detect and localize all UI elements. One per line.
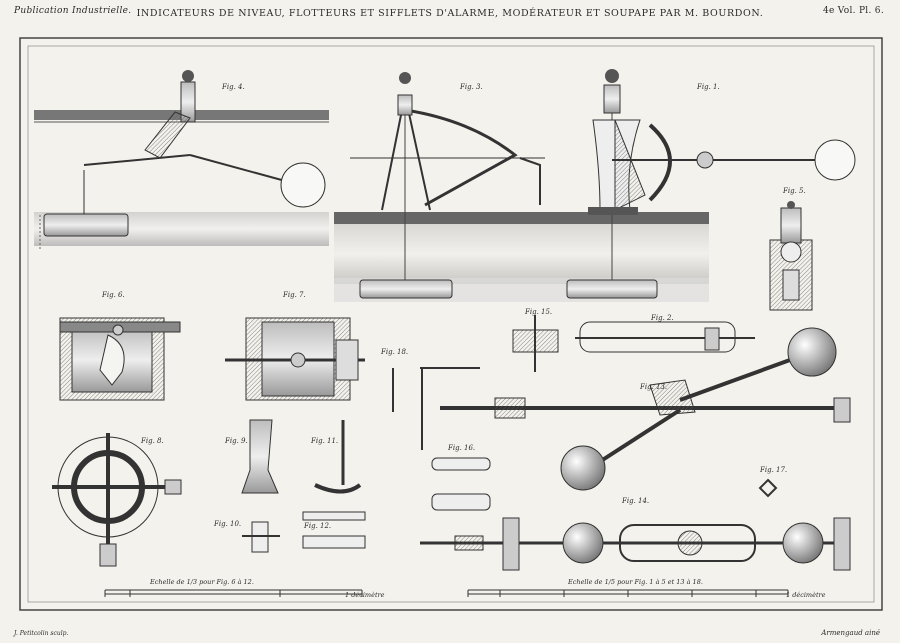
fig5-label: Fig. 5. bbox=[783, 187, 806, 195]
fig1-fig3-drawing bbox=[334, 69, 856, 302]
publication-label: Publication Industrielle. bbox=[14, 6, 132, 16]
fig7-drawing bbox=[225, 317, 365, 401]
plate-border-outer bbox=[19, 37, 883, 611]
fig16-17-drawing bbox=[431, 457, 778, 511]
fig14-label: Fig. 14. bbox=[622, 497, 650, 505]
fig4-drawing bbox=[34, 70, 329, 250]
fig14-drawing bbox=[420, 517, 851, 571]
scale-left-end: 1 décimètre bbox=[345, 591, 385, 599]
volume-label: 4e Vol. Pl. 6. bbox=[822, 6, 884, 16]
fig4-label: Fig. 4. bbox=[222, 83, 245, 91]
fig12-label: Fig. 12. bbox=[304, 522, 332, 530]
fig2-label: Fig. 2. bbox=[651, 314, 674, 322]
scale-bar-left bbox=[104, 589, 363, 597]
scale-left-label: Echelle de 1/3 pour Fig. 6 à 12. bbox=[150, 578, 254, 586]
fig8-drawing bbox=[52, 433, 182, 567]
plate-border-inner bbox=[27, 45, 875, 603]
fig13-drawing bbox=[420, 327, 851, 491]
fig9-12-drawing bbox=[241, 419, 366, 553]
fig2-15-18-drawing bbox=[392, 315, 755, 412]
fig15-label: Fig. 15. bbox=[525, 308, 553, 316]
fig11-label: Fig. 11. bbox=[311, 437, 339, 445]
fig16-label: Fig. 16. bbox=[448, 444, 476, 452]
plate-title: INDICATEURS DE NIVEAU, FLOTTEURS ET SIFF… bbox=[136, 8, 764, 19]
fig3-label: Fig. 3. bbox=[460, 83, 483, 91]
fig17-label: Fig. 17. bbox=[760, 466, 788, 474]
fig13-label: Fig. 13. bbox=[640, 383, 668, 391]
engraver-credit: J. Petitcolin sculp. bbox=[14, 630, 69, 637]
fig1-label: Fig. 1. bbox=[697, 83, 720, 91]
fig9-label: Fig. 9. bbox=[225, 437, 248, 445]
fig5-drawing bbox=[769, 201, 813, 311]
scale-right-end: 1 décimètre bbox=[786, 591, 826, 599]
scale-bar-right bbox=[467, 589, 789, 597]
fig6-drawing bbox=[59, 317, 181, 401]
fig6-label: Fig. 6. bbox=[102, 291, 125, 299]
fig10-label: Fig. 10. bbox=[214, 520, 242, 528]
fig7-label: Fig. 7. bbox=[283, 291, 306, 299]
publisher-credit: Armengaud ainé bbox=[821, 629, 880, 637]
fig18-label: Fig. 18. bbox=[381, 348, 409, 356]
scale-right-label: Echelle de 1/5 pour Fig. 1 à 5 et 13 à 1… bbox=[568, 578, 703, 586]
fig8-label: Fig. 8. bbox=[141, 437, 164, 445]
